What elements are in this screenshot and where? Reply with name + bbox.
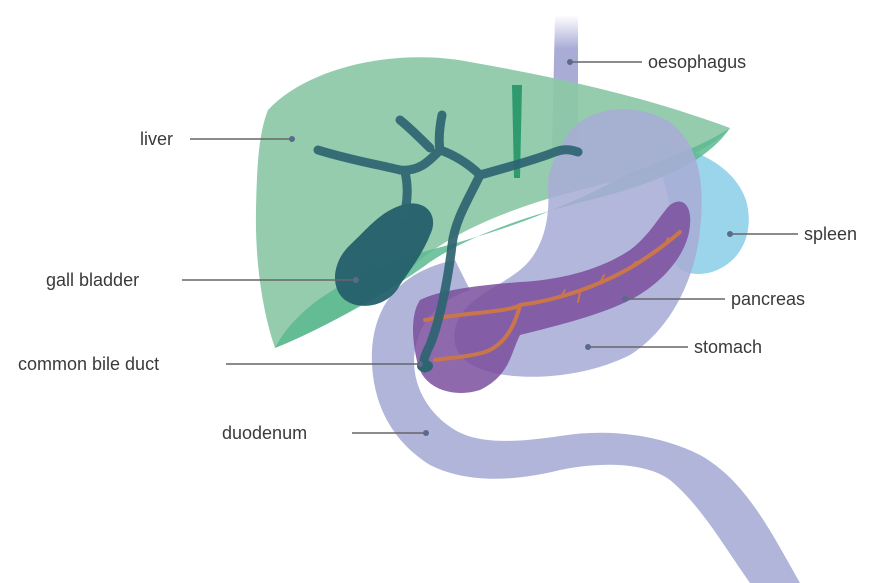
- common-bile-duct-dot: [417, 361, 423, 367]
- oesophagus-dot: [567, 59, 573, 65]
- spleen-dot: [727, 231, 733, 237]
- common-bile-duct-label: common bile duct: [18, 354, 159, 374]
- liver-label: liver: [140, 129, 173, 149]
- pancreas-dot: [622, 296, 628, 302]
- pancreas-label: pancreas: [731, 289, 805, 309]
- gall-bladder-dot: [353, 277, 359, 283]
- duodenum-label: duodenum: [222, 423, 307, 443]
- stomach-dot: [585, 344, 591, 350]
- stomach-label: stomach: [694, 337, 762, 357]
- gall-bladder-label: gall bladder: [46, 270, 139, 290]
- duodenum-dot: [423, 430, 429, 436]
- spleen-label: spleen: [804, 224, 857, 244]
- oesophagus-label: oesophagus: [648, 52, 746, 72]
- liver-dot: [289, 136, 295, 142]
